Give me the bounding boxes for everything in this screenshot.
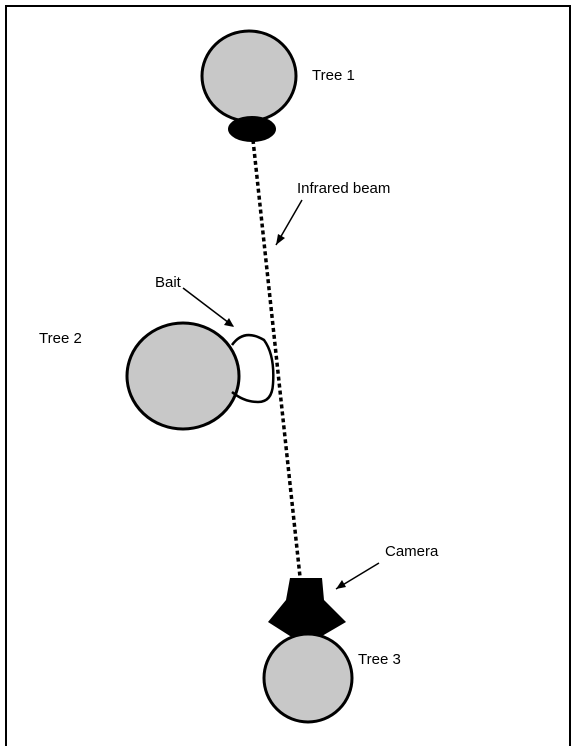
diagram-frame (5, 5, 571, 746)
infrared-emitter (228, 116, 276, 142)
camera-icon (268, 578, 346, 636)
tree-1-label: Tree 1 (312, 67, 355, 84)
bait-arrow (182, 287, 234, 327)
bait-label: Bait (155, 274, 182, 291)
infrared-beam-label: Infrared beam (297, 180, 390, 197)
camera-label: Camera (385, 543, 439, 560)
tree-3-label: Tree 3 (358, 651, 401, 668)
tree-2 (125, 321, 241, 431)
tree-3 (262, 632, 354, 724)
infrared-beam-line (251, 139, 303, 587)
bait-shape (230, 333, 275, 404)
infrared-beam-arrow (275, 199, 303, 246)
tree-1 (200, 29, 298, 123)
tree-2-label: Tree 2 (39, 330, 82, 347)
camera-arrow (335, 562, 380, 590)
